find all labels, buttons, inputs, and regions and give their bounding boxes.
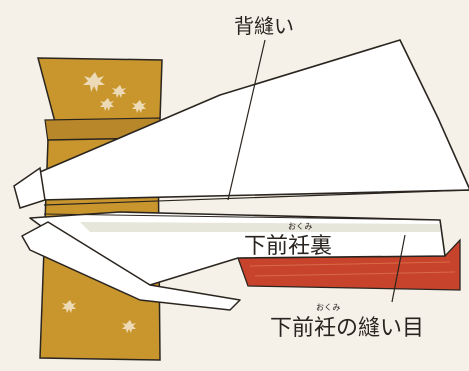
seam-leader (391, 234, 406, 303)
center-fold-line (43, 189, 469, 206)
back-seam-leader (227, 39, 266, 201)
lower-front-lining-label: 下前衽裏 (244, 234, 333, 259)
red-lining (237, 238, 461, 291)
back-seam-label: 背縫い (234, 14, 294, 38)
lining-shadow (80, 222, 440, 232)
lower-front-lining-ruby: おくみ (288, 222, 313, 231)
sleeve-tip-upper (13, 166, 46, 209)
sleeve-lower (21, 221, 241, 311)
lower-front-seam-ruby: おくみ (316, 303, 341, 312)
mustard-fabric (37, 57, 163, 361)
mustard-panel-top (37, 57, 163, 123)
upper-fold (21, 39, 469, 201)
lower-front-seam-label: 下前衽の縫い目 (270, 316, 425, 341)
center-fold-line-2 (43, 213, 441, 221)
